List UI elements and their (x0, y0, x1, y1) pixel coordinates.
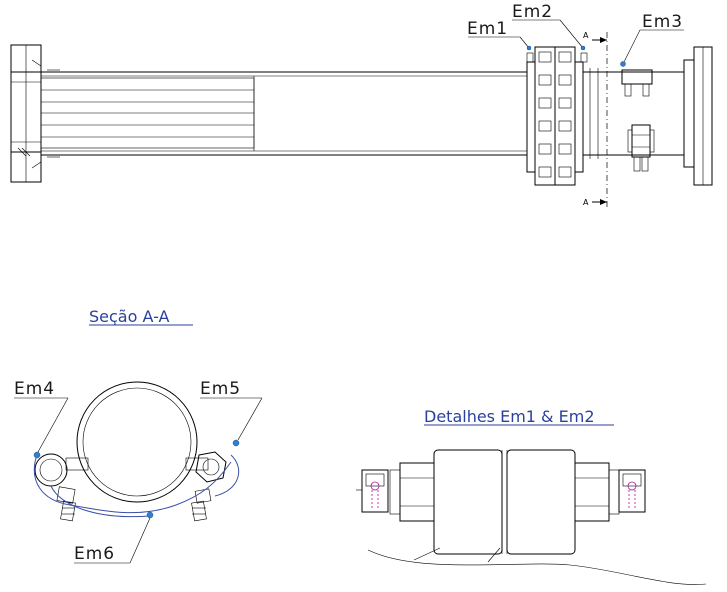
details-em1-em2-view: Detalhes Em1 & Em2 (356, 407, 707, 585)
section-mark-bottom: A (583, 198, 589, 207)
callout-em2: Em2 (512, 2, 553, 22)
details-title: Detalhes Em1 & Em2 (424, 407, 595, 426)
callout-em4: Em4 (14, 379, 55, 399)
callout-em3: Em3 (642, 12, 683, 32)
flange-bolts (538, 51, 572, 178)
callout-em5: Em5 (200, 379, 241, 399)
callout-em6: Em6 (74, 544, 115, 564)
callout-em1: Em1 (467, 19, 508, 39)
section-title: Seção A-A (89, 307, 169, 326)
section-a-a-view: Seção A-A E (14, 307, 263, 564)
section-mark-top: A (583, 31, 589, 40)
pipe-side-view: A A Em1 Em2 Em3 (10, 2, 713, 208)
bottom-fitting (627, 124, 655, 172)
